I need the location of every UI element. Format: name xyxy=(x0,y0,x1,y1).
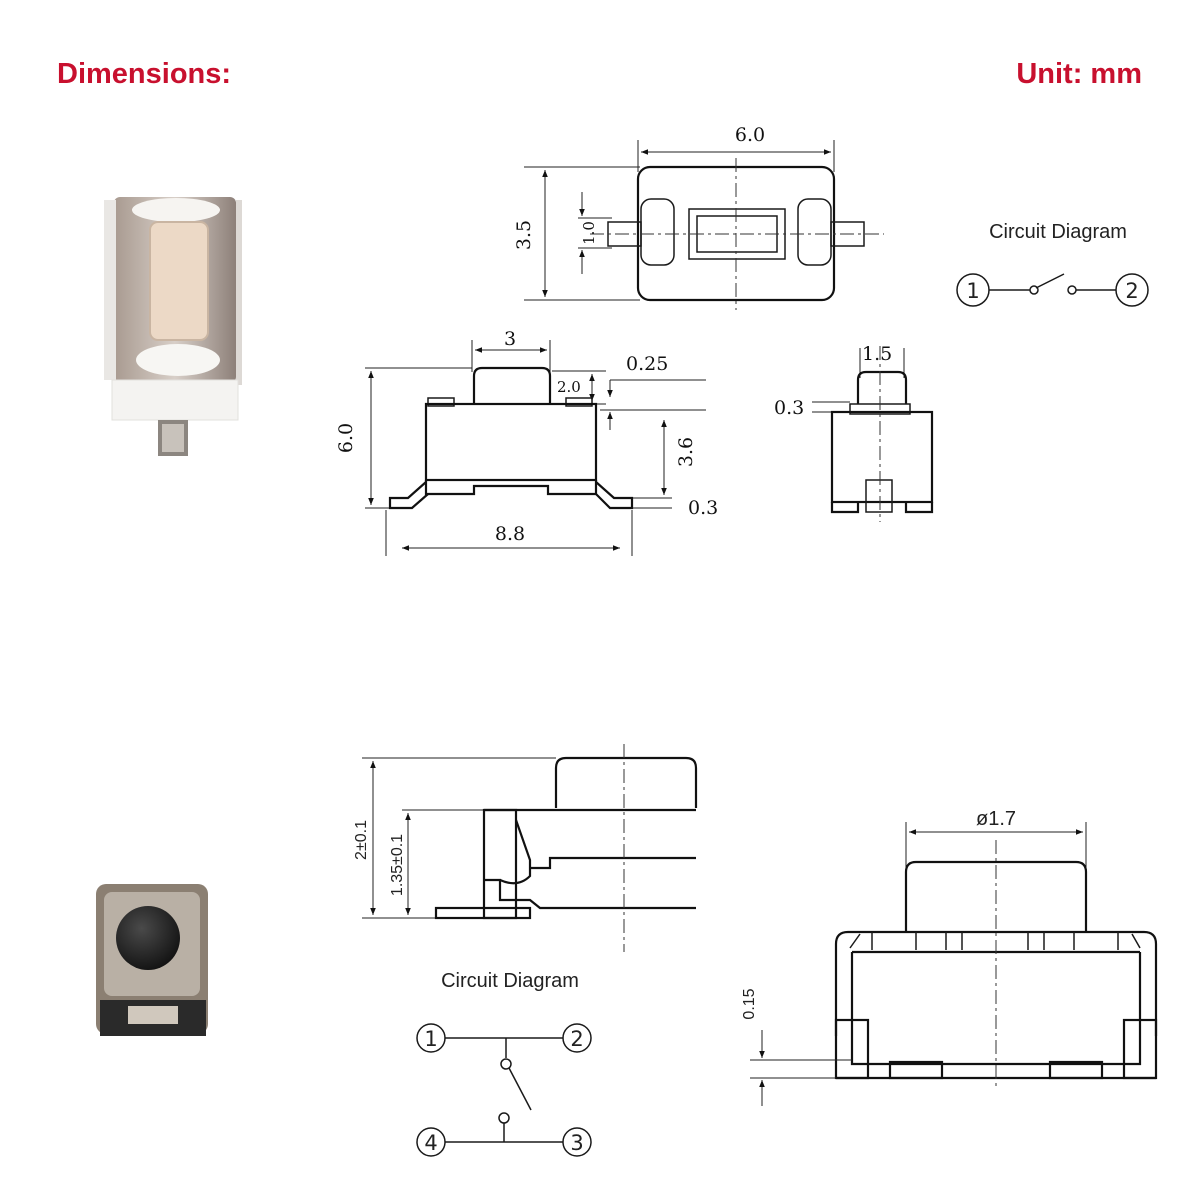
dim-a-side-cap: 1.5 xyxy=(862,343,892,365)
pin-2-label: 2 xyxy=(1125,279,1138,303)
dim-a-cap-width: 3 xyxy=(504,328,516,350)
switch-a-side-view: 1.5 0.3 xyxy=(774,343,934,522)
dim-a-side-step: 0.3 xyxy=(774,397,804,419)
dim-a-top-width: 6.0 xyxy=(735,124,765,146)
dim-b-body-height: 1.35±0.1 xyxy=(389,834,406,896)
circuit-title-a: Circuit Diagram xyxy=(989,221,1127,243)
dim-a-cap-height: 2.0 xyxy=(557,378,581,396)
dim-b-total-height: 2±0.1 xyxy=(353,820,370,860)
dim-a-overall-length: 8.8 xyxy=(495,523,525,545)
unit-label: Unit: mm xyxy=(1016,58,1142,90)
pin-b3-label: 3 xyxy=(570,1131,583,1155)
dim-a-lead: 0.3 xyxy=(688,497,718,519)
dimensions-heading: Dimensions: xyxy=(57,58,232,90)
dim-a-step: 0.25 xyxy=(626,353,668,375)
dim-a-total-height: 6.0 xyxy=(335,423,357,453)
switch-a-top-view: 6.0 3.5 1.0 xyxy=(513,124,884,310)
switch-a-photo xyxy=(104,197,242,456)
dim-a-actuator: 1.0 xyxy=(580,221,598,245)
circuit-diagram-4pin: Circuit Diagram 1 2 4 3 xyxy=(416,970,592,1157)
switch-b-front-view: ø1.7 0.15 xyxy=(741,808,1158,1106)
pin-b2-label: 2 xyxy=(570,1027,583,1051)
pin-b1-label: 1 xyxy=(424,1027,437,1051)
switch-a-front-view: 3 2.0 0.25 6.0 3.6 0.3 8.8 xyxy=(335,328,718,556)
circuit-diagram-2pin: Circuit Diagram 1 2 xyxy=(956,221,1149,307)
dim-b-cap-diameter: ø1.7 xyxy=(976,808,1016,830)
dim-a-body-height: 3.6 xyxy=(675,437,697,467)
circuit-title-b: Circuit Diagram xyxy=(441,970,579,992)
dim-b-lead: 0.15 xyxy=(741,988,758,1019)
switch-b-side-view: 2±0.1 1.35±0.1 xyxy=(353,744,698,952)
pin-b4-label: 4 xyxy=(424,1131,437,1155)
switch-b-photo xyxy=(96,884,208,1036)
pin-1-label: 1 xyxy=(966,279,979,303)
dim-a-top-height: 3.5 xyxy=(513,220,535,250)
